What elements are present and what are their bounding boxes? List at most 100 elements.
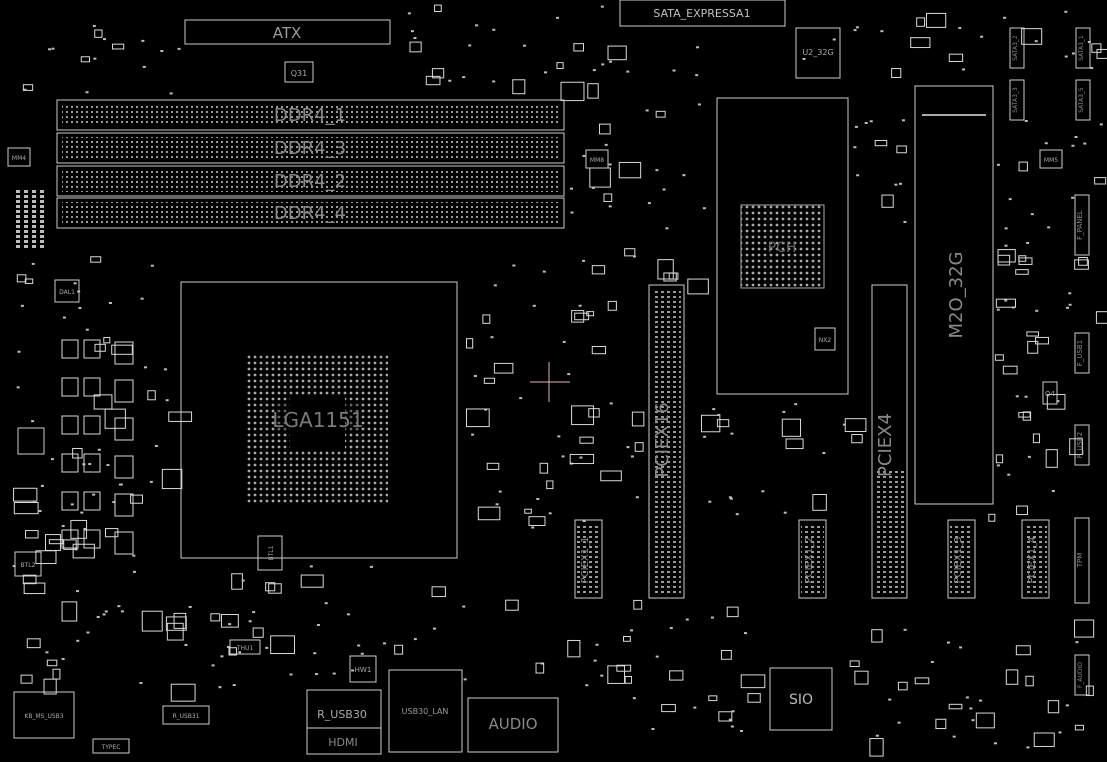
component-outline <box>609 402 613 405</box>
pcie-x1-2-label: PCIEX1_2 <box>804 537 815 584</box>
component-outline <box>346 613 350 616</box>
component-outline <box>740 729 744 732</box>
component-outline <box>332 672 336 675</box>
component-outline <box>663 272 677 282</box>
component-outline <box>114 341 134 365</box>
pch-chip[interactable]: PCH <box>716 97 849 395</box>
component-outline <box>935 718 947 730</box>
component-outline <box>781 418 802 437</box>
dimm-slot-ddr4-3[interactable]: DDR4_3 <box>56 132 565 164</box>
component-outline <box>462 605 466 608</box>
component-outline <box>85 328 89 331</box>
pcie-x4-slot[interactable]: PCIEX4 <box>871 284 908 599</box>
component-outline <box>169 92 173 95</box>
component-outline <box>52 668 61 680</box>
cpu-socket[interactable]: LGA1151 <box>180 281 458 559</box>
component-outline <box>466 408 490 428</box>
m2-slot[interactable]: M2O_32G <box>914 85 994 505</box>
component-outline <box>532 304 536 307</box>
component-outline <box>24 190 28 193</box>
dimm-slot-ddr4-2[interactable]: DDR4_2 <box>56 165 565 197</box>
f-panel-label: F_PANEL <box>1076 210 1084 240</box>
component-outline <box>83 415 101 435</box>
component-outline <box>896 145 907 154</box>
component-outline <box>20 674 33 684</box>
component-outline <box>24 220 28 223</box>
right-edge-headers[interactable]: SATA3_2 SATA3_1 SATA3_3 SATA3_5 F_PANEL … <box>1009 27 1091 696</box>
cpu-socket-label: LGA1151 <box>272 408 363 432</box>
component-outline <box>16 190 20 193</box>
hdmi-connector[interactable]: HDMI <box>306 727 382 755</box>
component-outline <box>165 616 187 631</box>
component-outline <box>582 259 586 262</box>
audio-label: AUDIO <box>488 715 537 733</box>
component-outline <box>975 712 995 729</box>
component-outline <box>184 643 188 646</box>
component-outline <box>1068 292 1072 295</box>
component-outline <box>143 366 147 369</box>
component-outline <box>582 520 586 523</box>
audio-connector[interactable]: AUDIO <box>467 697 559 753</box>
component-outline <box>360 652 364 655</box>
component-outline <box>578 304 582 307</box>
component-outline <box>1078 256 1088 266</box>
pcie-x1-slot-2[interactable]: PCIEX1_2 <box>798 519 827 599</box>
atx-label: ATX <box>273 24 302 42</box>
component-outline <box>635 496 639 499</box>
component-outline <box>1022 411 1032 421</box>
atx-connector[interactable]: ATX <box>184 19 391 45</box>
component-outline <box>930 660 934 663</box>
sata-express-connector[interactable]: SATA_EXPRESSA1 <box>619 0 786 27</box>
component-outline <box>856 174 860 177</box>
sio-chip[interactable]: SIO <box>769 667 833 731</box>
component-outline <box>783 511 787 514</box>
component-outline <box>462 76 466 79</box>
component-outline <box>40 225 44 228</box>
u2-connector[interactable]: U2_32G <box>795 27 841 79</box>
component-outline <box>730 725 734 728</box>
r-usb30-connector[interactable]: R_USB30 <box>306 689 382 729</box>
component-outline <box>32 190 36 193</box>
pcie-x1-slot-4[interactable]: PCIEX1_4 <box>1021 519 1050 599</box>
pcie-x16-slot[interactable]: PCIEX16 <box>648 284 685 599</box>
q4-label: Q4 <box>1045 390 1056 398</box>
pcie-x1-slot-3[interactable]: PCIEX1_3 <box>947 519 976 599</box>
component-outline <box>785 438 804 450</box>
component-outline <box>1047 226 1051 229</box>
component-outline <box>63 539 77 550</box>
component-outline <box>132 554 136 557</box>
component-outline <box>588 408 600 418</box>
component-outline <box>702 207 706 210</box>
pcie-x1-slot-1[interactable]: PCIEX1_1 <box>574 519 603 599</box>
component-outline <box>557 435 561 438</box>
component-outline <box>1071 52 1075 55</box>
component-outline <box>531 526 535 529</box>
dimm-slot-ddr4-1[interactable]: DDR4_1 <box>56 99 565 131</box>
component-outline <box>1071 144 1075 147</box>
component-outline <box>83 527 87 530</box>
component-outline <box>708 695 718 702</box>
component-outline <box>731 710 735 713</box>
mm8-label: MM8 <box>590 157 604 164</box>
component-outline <box>165 399 169 402</box>
component-outline <box>24 278 34 284</box>
component-outline <box>562 340 566 343</box>
component-outline <box>1002 365 1018 375</box>
component-outline <box>62 316 66 319</box>
component-outline <box>871 629 883 643</box>
component-outline <box>12 565 16 568</box>
component-outline <box>626 70 630 73</box>
component-outline <box>505 599 519 611</box>
component-outline <box>471 433 475 436</box>
component-outline <box>1035 336 1049 345</box>
component-outline <box>114 531 134 555</box>
component-outline <box>218 686 222 689</box>
component-outline <box>61 339 79 359</box>
usb30-lan-connector[interactable]: USB30_LAN <box>388 669 463 753</box>
component-outline <box>1047 700 1060 714</box>
dimm-slot-ddr4-4[interactable]: DDR4_4 <box>56 197 565 229</box>
component-outline <box>916 17 926 27</box>
component-outline <box>1087 41 1091 44</box>
component-outline <box>1034 40 1038 43</box>
component-outline <box>431 68 445 79</box>
